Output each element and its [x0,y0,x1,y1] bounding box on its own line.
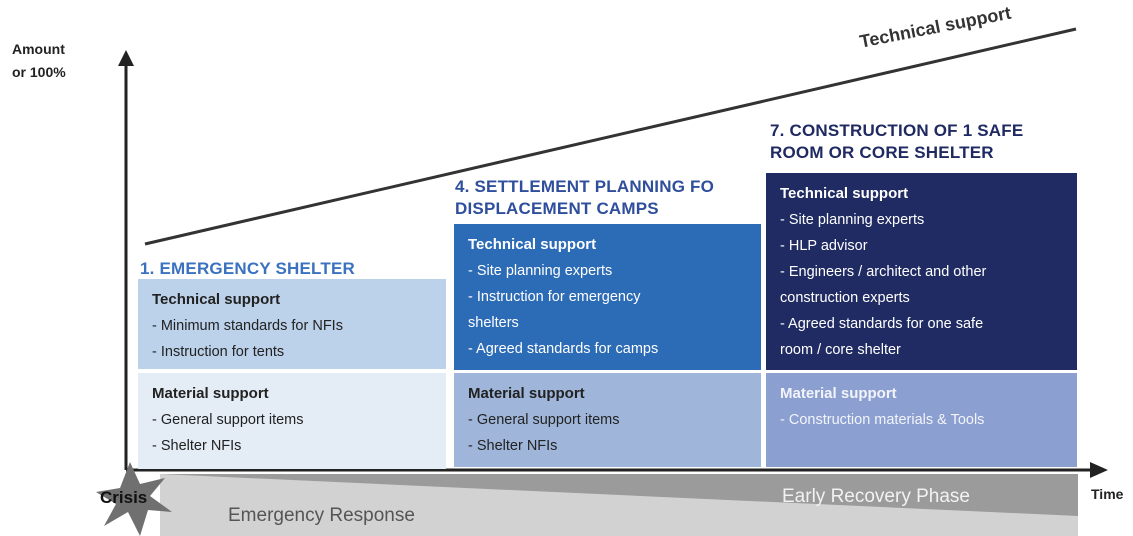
stage-4-heading-line1: 4. SETTLEMENT PLANNING FO [455,177,715,196]
stage-7-technical-item: construction experts [780,290,910,306]
stage-4-technical-title: Technical support [468,236,597,253]
stage-7-technical-item: - Agreed standards for one safe [780,316,984,332]
stage-4-material-item: - General support items [468,412,620,428]
stage-7-technical-item: room / core shelter [780,342,901,358]
stage-7-heading-line2: ROOM OR CORE SHELTER [770,143,994,162]
stage-4-technical-item: shelters [468,315,519,331]
y-axis-label-line2: or 100% [12,64,66,80]
y-axis-label: Amount or 100% [12,38,66,84]
x-axis-arrow [1090,462,1108,478]
stage-7-technical-item: - HLP advisor [780,238,868,254]
stage-7-technical-title: Technical support [780,185,909,202]
stage-1-material-item: - General support items [152,412,304,428]
stage-1-heading: 1. EMERGENCY SHELTER [140,259,355,278]
x-axis-label: Time [1091,486,1124,502]
stage-1-technical-box: Technical support - Minimum standards fo… [138,279,446,369]
stage-4-material-item: - Shelter NFIs [468,438,558,454]
emergency-response-label: Emergency Response [228,505,415,526]
stage-1-technical-title: Technical support [152,291,281,308]
stage-7-technical-box: Technical support - Site planning expert… [766,173,1077,370]
stage-1-material-title: Material support [152,385,269,402]
crisis-label: Crisis [100,488,148,507]
stage-7-heading: 7. CONSTRUCTION OF 1 SAFE ROOM OR CORE S… [770,120,1023,164]
stage-7-material-box: Material support - Construction material… [766,373,1077,467]
stage-1-material-box: Material support - General support items… [138,373,446,469]
stage-4-heading-line2: DISPLACEMENT CAMPS [455,199,659,218]
stage-7-material-item: - Construction materials & Tools [780,412,985,428]
stage-4-technical-item: - Agreed standards for camps [468,341,659,357]
stage-7-technical-item: - Site planning experts [780,212,925,228]
stage-4-technical-item: - Instruction for emergency [468,289,641,305]
stage-7-heading-line1: 7. CONSTRUCTION OF 1 SAFE [770,121,1024,140]
stage-4-heading: 4. SETTLEMENT PLANNING FO DISPLACEMENT C… [455,176,714,220]
stage-4-technical-item: - Site planning experts [468,263,613,279]
early-recovery-label: Early Recovery Phase [782,486,970,507]
stage-7-material-title: Material support [780,385,897,402]
stage-4-technical-box: Technical support - Site planning expert… [454,224,761,370]
technical-support-trend-line [144,27,1077,246]
stage-1-technical-item: - Instruction for tents [152,344,285,360]
y-axis-arrow [118,50,134,66]
stage-1-technical-item: - Minimum standards for NFIs [152,318,343,334]
stage-4-material-title: Material support [468,385,585,402]
stage-7-technical-item: - Engineers / architect and other [780,264,987,280]
early-recovery-band [160,474,1078,516]
crisis-star-icon [96,462,172,536]
stage-1-material-item: - Shelter NFIs [152,438,242,454]
y-axis-label-line1: Amount [12,41,65,57]
stage-4-material-box: Material support - General support items… [454,373,761,467]
